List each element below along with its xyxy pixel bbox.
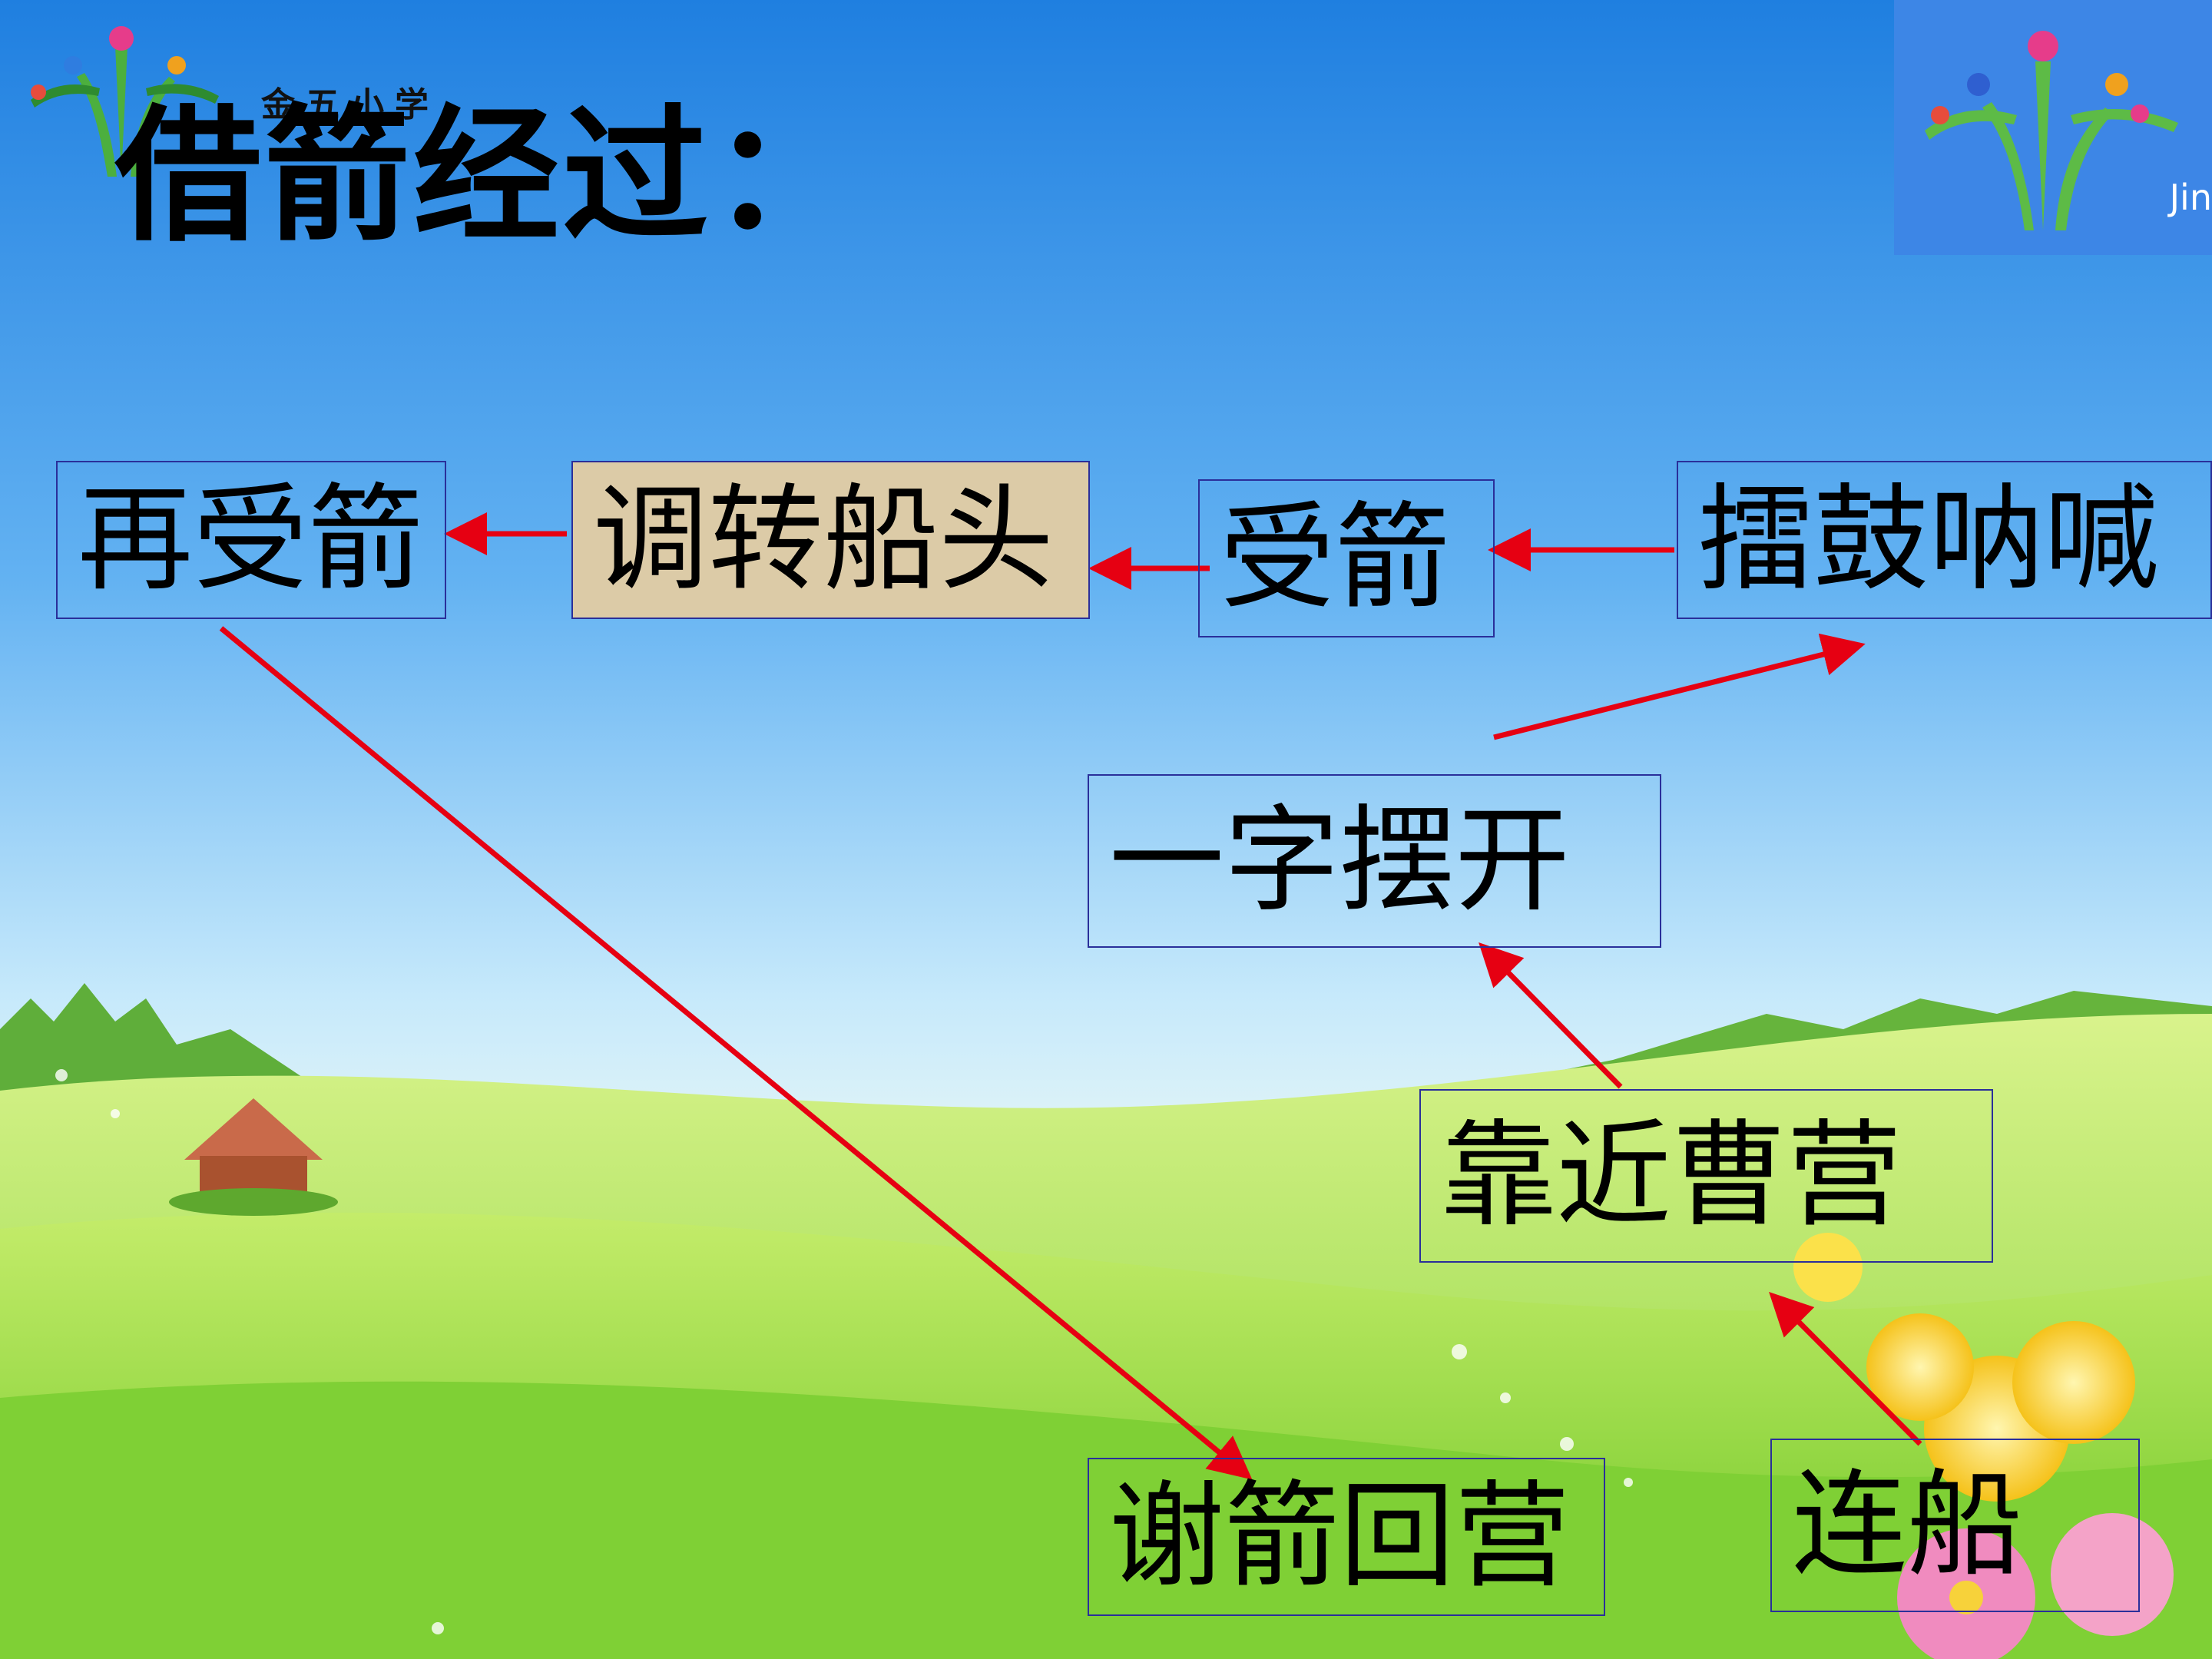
node-lian-chuan: 连船 bbox=[1770, 1439, 2140, 1612]
node-shou-jian: 受箭 bbox=[1198, 479, 1495, 637]
arrow-yizi-to-leigu bbox=[1493, 633, 1866, 740]
node-kao-jin-cao-ying: 靠近曹营 bbox=[1419, 1089, 1993, 1263]
school-name: 金五小学 bbox=[261, 85, 439, 124]
node-tiao-zhuan-chuan-tou: 调转船头 bbox=[571, 461, 1090, 619]
node-lei-gu-na-han: 擂鼓呐喊 bbox=[1677, 461, 2212, 619]
cottage-illustration bbox=[169, 1098, 338, 1216]
node-zai-shou-jian: 再受箭 bbox=[56, 461, 446, 619]
school-logo-icon bbox=[1925, 31, 2178, 230]
flower-decoration bbox=[1793, 1233, 2174, 1659]
arrow-kaojin-to-yizi bbox=[1479, 942, 1623, 1089]
logo-caption: Jin bbox=[2169, 177, 2212, 218]
slide-title: 借箭经过： bbox=[115, 91, 861, 261]
school-logo-icon bbox=[31, 26, 219, 177]
arrow-lianchuan-to-kaojin bbox=[1769, 1292, 1922, 1446]
node-yi-zi-bai-kai: 一字摆开 bbox=[1088, 774, 1661, 948]
school-logo-panel: Jin bbox=[1894, 0, 2212, 255]
arrow-zaishou-to-xiejian bbox=[219, 626, 1253, 1480]
node-xie-jian-hui-ying: 谢箭回营 bbox=[1088, 1458, 1605, 1616]
